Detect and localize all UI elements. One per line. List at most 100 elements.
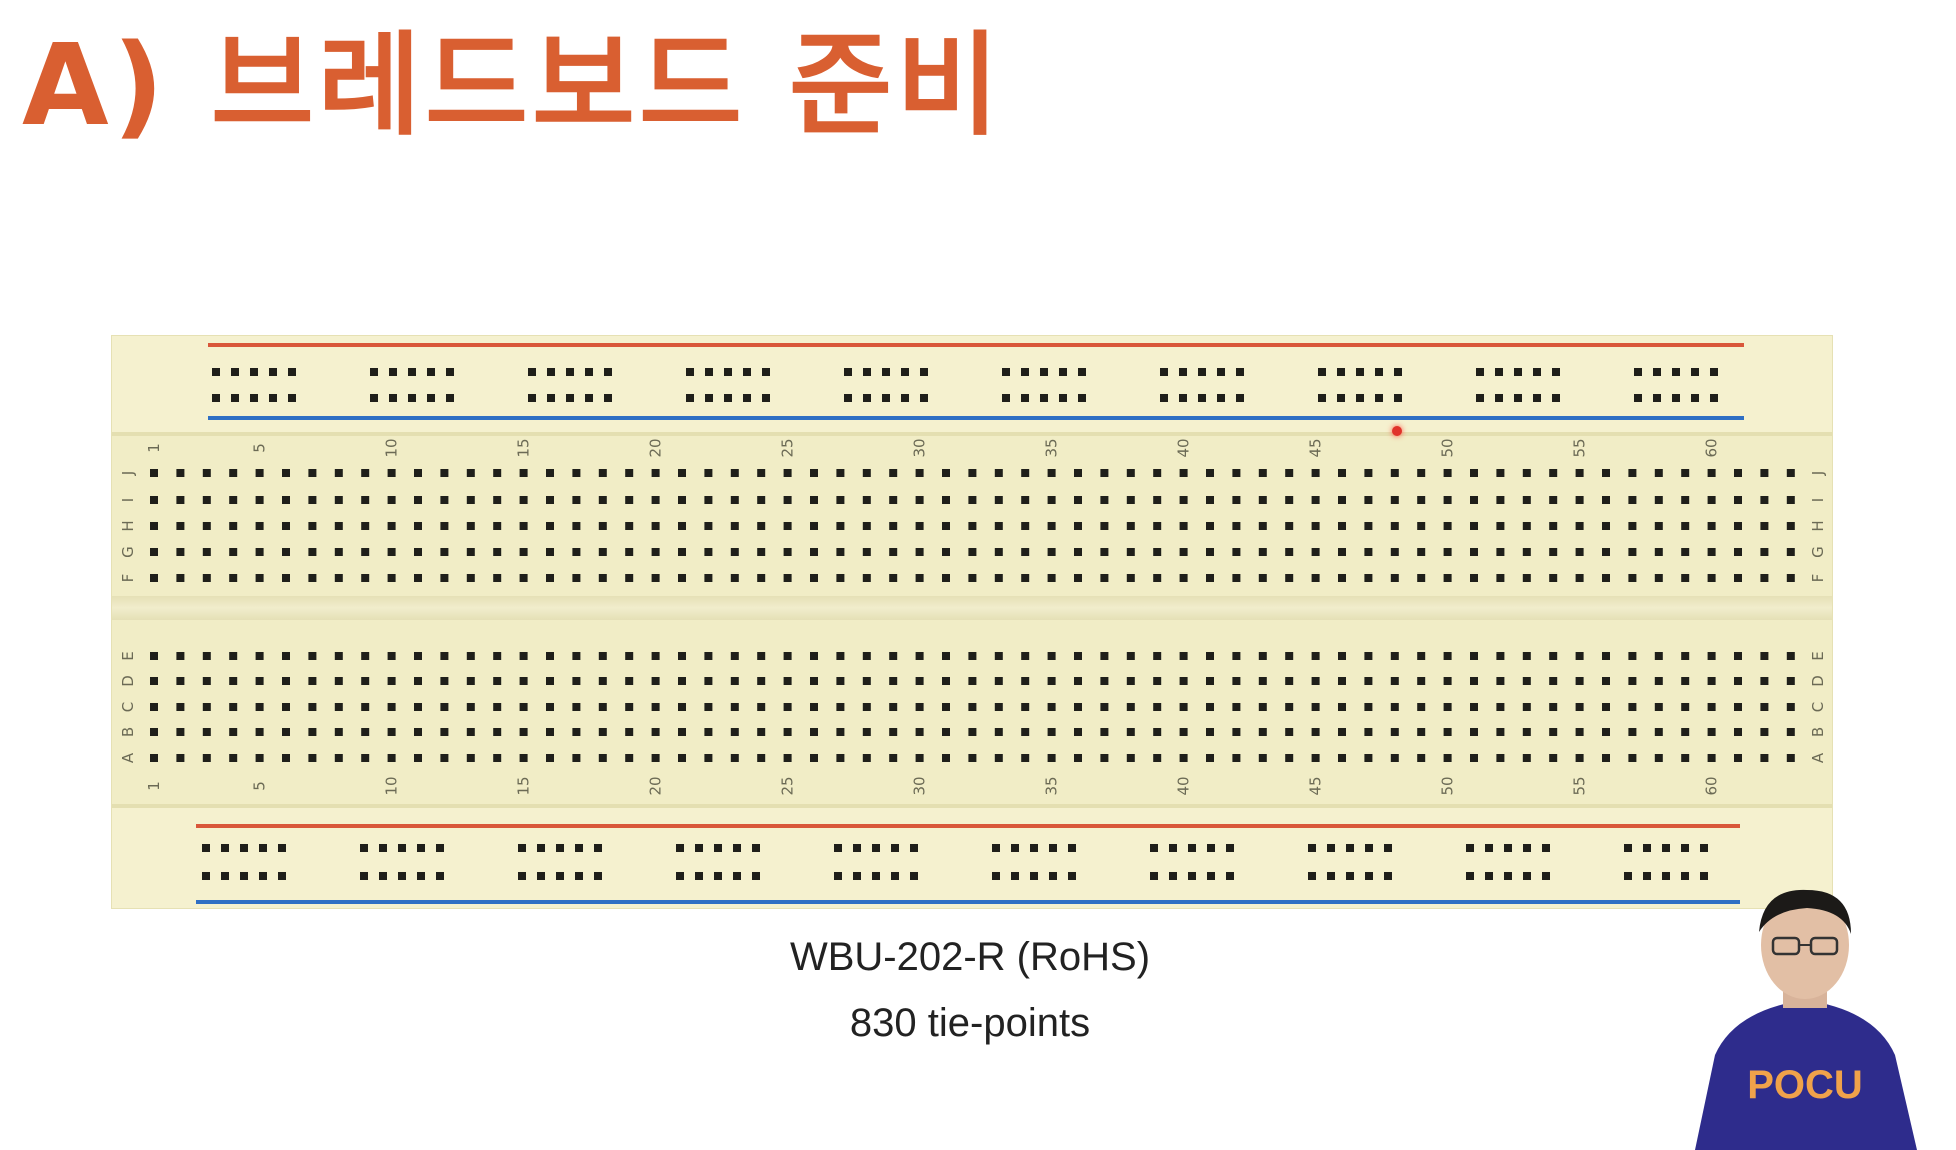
terminal-hole: [334, 574, 343, 582]
terminal-hole: [1258, 574, 1267, 582]
rail-bot-hole: [575, 844, 583, 852]
terminal-hole: [334, 677, 343, 685]
rail-top-hole: [724, 394, 732, 402]
terminal-hole: [519, 574, 528, 582]
terminal-hole: [889, 728, 898, 736]
rail-top-hole: [389, 394, 397, 402]
rail-top-hole: [585, 368, 593, 376]
terminal-hole: [625, 677, 634, 685]
rail-bot-hole: [221, 872, 229, 880]
terminal-hole: [757, 677, 766, 685]
terminal-hole: [1338, 677, 1346, 685]
terminal-hole: [1522, 754, 1531, 762]
rail-bot-hole: [1068, 872, 1076, 880]
rail-top-hole: [1672, 368, 1680, 376]
terminal-hole: [1021, 496, 1030, 504]
terminal-hole: [1179, 469, 1188, 477]
terminal-hole: [1390, 754, 1399, 762]
rail-top-hole: [882, 368, 890, 376]
terminal-hole: [308, 677, 317, 685]
terminal-hole: [1470, 728, 1478, 736]
terminal-hole: [1760, 754, 1769, 762]
rail-top-hole: [1634, 394, 1642, 402]
rail-bot-hole: [398, 844, 406, 852]
rail-bot-hole: [733, 844, 741, 852]
terminal-hole: [678, 677, 686, 685]
terminal-hole: [1786, 728, 1795, 736]
terminal-hole: [994, 496, 1003, 504]
terminal-hole: [572, 677, 581, 685]
column-label-top: 55: [1571, 438, 1589, 457]
terminal-hole: [810, 703, 818, 711]
terminal-hole: [836, 754, 845, 762]
rail-bot-hole: [594, 844, 602, 852]
terminal-hole: [704, 522, 713, 530]
rail-top-hole: [1318, 394, 1326, 402]
rail-top-hole: [920, 394, 928, 402]
terminal-hole: [862, 652, 871, 660]
terminal-hole: [1153, 728, 1162, 736]
terminal-hole: [1074, 469, 1082, 477]
rail-bot-hole: [1485, 872, 1493, 880]
terminal-hole: [1602, 728, 1610, 736]
rail-bot-hole: [1169, 844, 1177, 852]
column-label-top: 20: [647, 438, 665, 457]
rail-bot-hole: [1226, 872, 1234, 880]
terminal-hole: [704, 677, 713, 685]
terminal-hole: [1232, 728, 1241, 736]
terminal-hole: [361, 728, 370, 736]
rail-bot-hole: [1226, 844, 1234, 852]
terminal-hole: [414, 754, 422, 762]
terminal-hole: [1575, 469, 1584, 477]
column-label-top: 1: [145, 443, 163, 453]
terminal-hole: [334, 652, 343, 660]
terminal-hole: [1179, 548, 1188, 556]
terminal-hole: [1496, 754, 1505, 762]
terminal-hole: [1602, 469, 1610, 477]
terminal-hole: [1496, 703, 1505, 711]
terminal-hole: [150, 496, 158, 504]
rail-bot-hole: [714, 844, 722, 852]
terminal-hole: [625, 496, 634, 504]
terminal-hole: [572, 496, 581, 504]
rail-bot-hole: [1681, 872, 1689, 880]
terminal-hole: [1100, 496, 1109, 504]
terminal-hole: [334, 728, 343, 736]
terminal-hole: [942, 652, 950, 660]
rail-bot-hole: [1365, 844, 1373, 852]
terminal-hole: [730, 754, 739, 762]
terminal-hole: [1522, 548, 1531, 556]
terminal-hole: [546, 677, 554, 685]
terminal-hole: [1338, 522, 1346, 530]
terminal-hole: [1602, 703, 1610, 711]
terminal-hole: [1258, 728, 1267, 736]
column-label-top: 10: [383, 438, 401, 457]
rail-bot-hole: [259, 872, 267, 880]
terminal-hole: [625, 754, 634, 762]
row-label-top-right: H: [1809, 520, 1827, 531]
terminal-hole: [1654, 677, 1663, 685]
terminal-hole: [150, 522, 158, 530]
shirt-logo: POCU: [1747, 1063, 1863, 1107]
terminal-hole: [1417, 469, 1426, 477]
terminal-hole: [1575, 548, 1584, 556]
terminal-hole: [176, 677, 185, 685]
terminal-hole: [255, 703, 264, 711]
terminal-hole: [1707, 677, 1716, 685]
terminal-hole: [1496, 469, 1505, 477]
rail-bot-hole: [1188, 872, 1196, 880]
terminal-hole: [968, 703, 977, 711]
terminal-hole: [308, 703, 317, 711]
terminal-hole: [519, 728, 528, 736]
terminal-hole: [1707, 469, 1716, 477]
terminal-hole: [255, 522, 264, 530]
terminal-hole: [810, 728, 818, 736]
rail-top-hole: [1059, 368, 1067, 376]
rail-bot-hole: [1681, 844, 1689, 852]
terminal-hole: [1390, 728, 1399, 736]
terminal-hole: [1786, 574, 1795, 582]
terminal-hole: [1364, 469, 1373, 477]
terminal-hole: [1206, 677, 1214, 685]
terminal-hole: [519, 496, 528, 504]
terminal-hole: [387, 496, 396, 504]
